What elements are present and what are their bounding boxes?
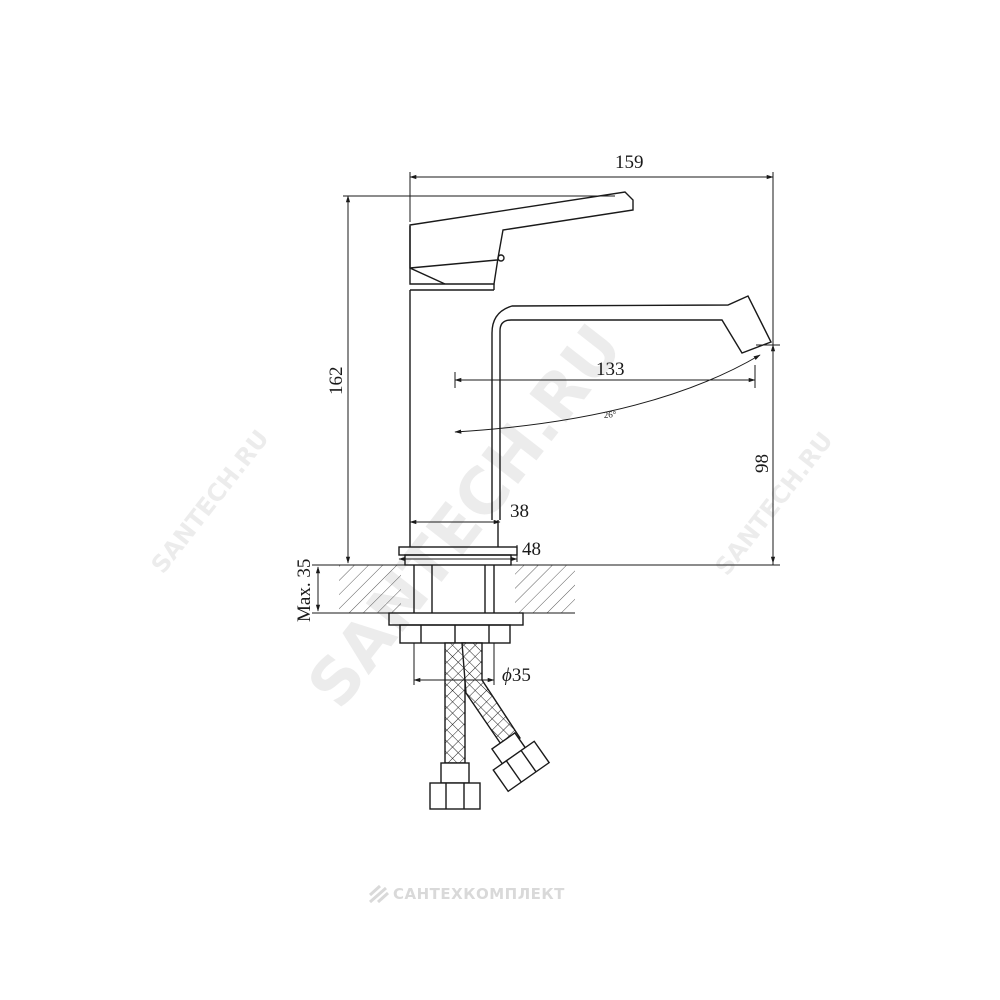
dim-body-width: 38 — [510, 501, 529, 522]
dim-overall-length: 159 — [615, 152, 644, 173]
dim-overall-height: 162 — [326, 367, 347, 396]
footer-brand: САНТЕХКОМПЛЕКТ — [368, 884, 565, 904]
svg-text:SANTECH.RU: SANTECH.RU — [710, 427, 839, 581]
watermark-right: SANTECH.RU — [710, 427, 839, 581]
brand-logo-icon — [368, 884, 390, 904]
flex-hoses — [429, 642, 551, 810]
watermark-left: SANTECH.RU — [146, 425, 275, 579]
dim-spout-height: 98 — [752, 454, 773, 473]
dimension-lines — [312, 172, 780, 685]
dim-mount-diameter: ϕ35 — [502, 665, 531, 686]
svg-text:SANTECH.RU: SANTECH.RU — [146, 425, 275, 579]
dim-spout-angle: 26° — [603, 409, 617, 420]
brand-name: САНТЕХКОМПЛЕКТ — [393, 885, 565, 903]
dim-spout-reach: 133 — [596, 359, 625, 380]
dim-max-thickness: Max. 35 — [294, 559, 315, 622]
dim-base-width: 48 — [522, 539, 541, 560]
countertop-section — [339, 564, 575, 614]
diameter-symbol: ϕ — [502, 665, 512, 686]
diameter-value: 35 — [512, 665, 531, 686]
